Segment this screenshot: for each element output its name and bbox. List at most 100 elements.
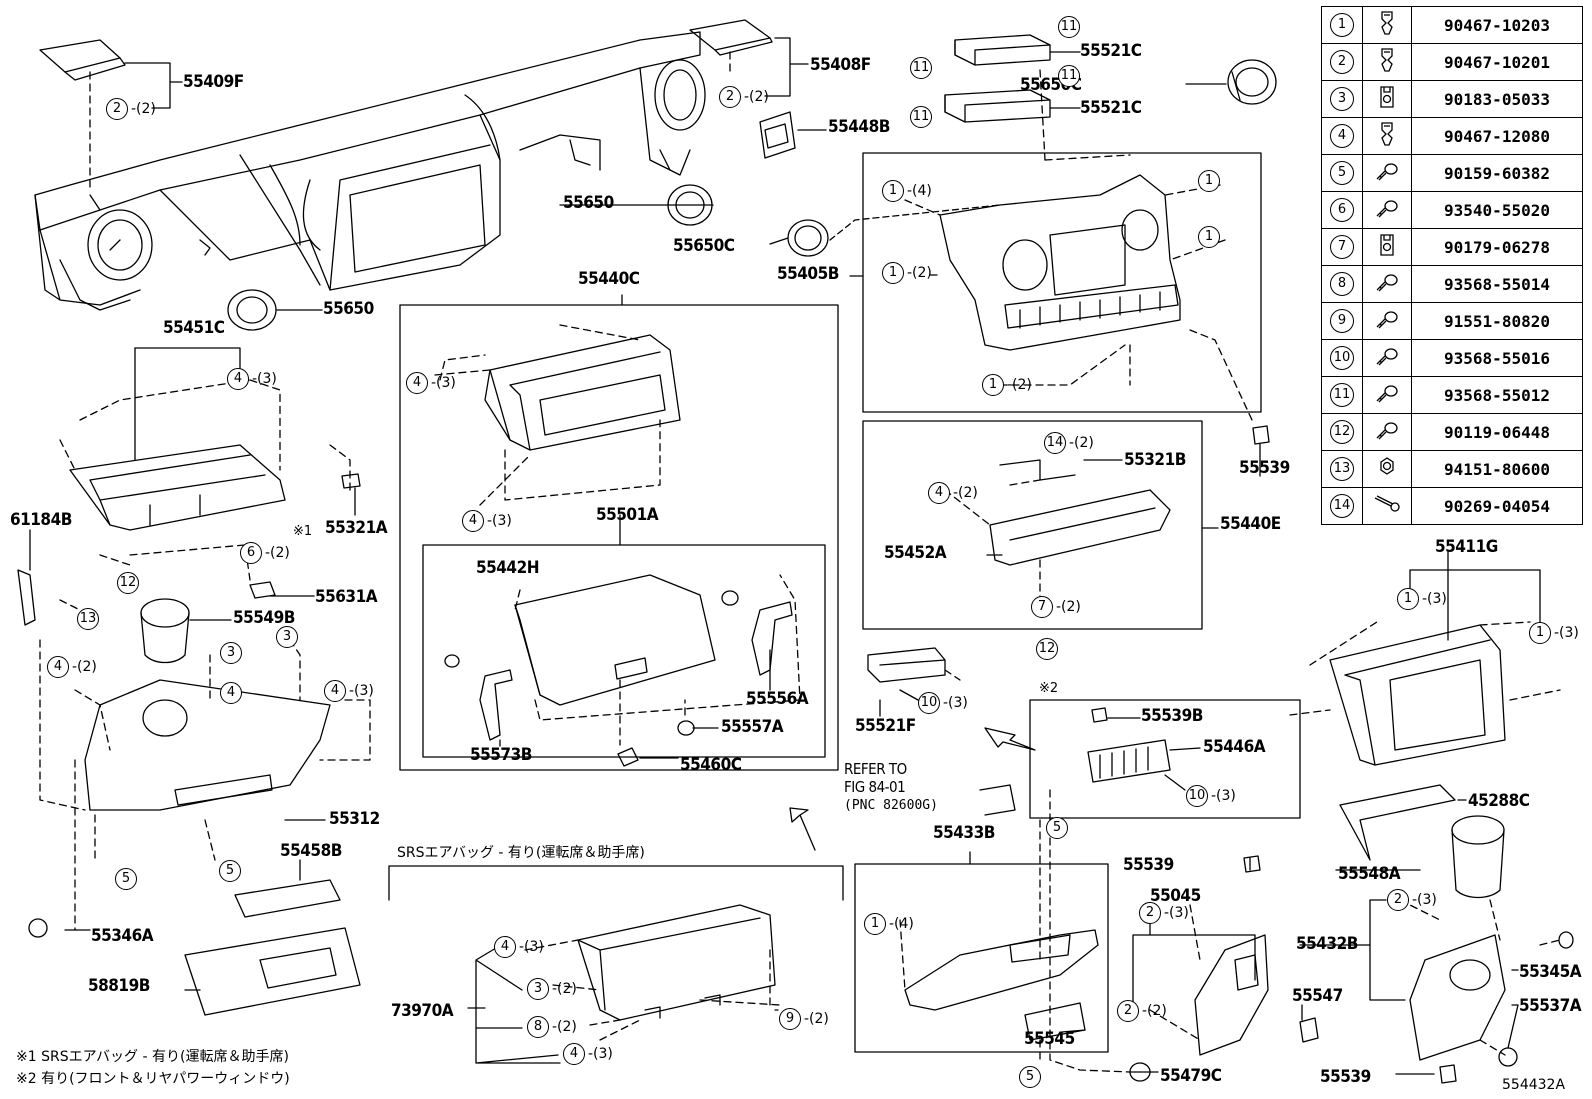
part-label-55405B[interactable]: 55405B [777,264,839,284]
part-label-55537A[interactable]: 55537A [1519,996,1582,1016]
part-label-55556A[interactable]: 55556A [746,689,809,709]
legend-part-code[interactable]: 91551-80820 [1411,302,1583,340]
callout-10[interactable]: 10 [918,692,940,714]
legend-part-code[interactable]: 90467-10201 [1411,43,1583,81]
callout-4[interactable]: 4 [220,682,242,704]
callout-4[interactable]: 4 [227,368,249,390]
callout-8[interactable]: 8 [527,1016,549,1038]
legend-part-code[interactable]: 93568-55012 [1411,376,1583,414]
part-label-58819B[interactable]: 58819B [88,976,150,996]
callout-5[interactable]: 5 [1019,1066,1041,1088]
legend-part-code[interactable]: 93540-55020 [1411,191,1583,229]
callout-2[interactable]: 2 [106,98,128,120]
part-label-55549B[interactable]: 55549B [233,608,295,628]
callout-2[interactable]: 2 [719,86,741,108]
part-label-55539[interactable]: 55539 [1123,855,1174,875]
callout-11[interactable]: 11 [1058,16,1080,38]
callout-7[interactable]: 7 [1031,596,1053,618]
part-label-55539[interactable]: 55539 [1239,458,1290,478]
callout-2[interactable]: 2 [1387,889,1409,911]
callout-2[interactable]: 2 [1139,902,1161,924]
callout-14[interactable]: 14 [1044,432,1066,454]
callout-12[interactable]: 12 [117,572,139,594]
part-label-55440E[interactable]: 55440E [1220,514,1281,534]
part-label-55650[interactable]: 55650 [563,193,614,213]
callout-4[interactable]: 4 [406,372,428,394]
legend-part-code[interactable]: 93568-55016 [1411,339,1583,377]
part-label-55557A[interactable]: 55557A [721,717,784,737]
callout-13[interactable]: 13 [77,608,99,630]
part-label-55432B[interactable]: 55432B [1296,934,1358,954]
legend-part-code[interactable]: 90119-06448 [1411,413,1583,451]
legend-part-code[interactable]: 90159-60382 [1411,154,1583,192]
legend-part-code[interactable]: 90467-10203 [1411,6,1583,44]
part-label-55479C[interactable]: 55479C [1160,1066,1222,1086]
part-label-55573B[interactable]: 55573B [470,745,532,765]
part-label-55521C[interactable]: 55521C [1080,41,1142,61]
legend-part-code[interactable]: 90269-04054 [1411,487,1583,525]
part-label-55448B[interactable]: 55448B [828,117,890,137]
part-label-55452A[interactable]: 55452A [884,543,947,563]
part-label-55521C[interactable]: 55521C [1080,98,1142,118]
callout-5[interactable]: 5 [219,860,241,882]
callout-3[interactable]: 3 [527,978,549,1000]
callout-1[interactable]: 1 [982,374,1004,396]
callout-5[interactable]: 5 [1046,817,1068,839]
callout-1[interactable]: 1 [882,262,904,284]
part-label-55545[interactable]: 55545 [1024,1029,1075,1049]
part-label-55631A[interactable]: 55631A [315,587,378,607]
part-label-55321A[interactable]: 55321A [325,518,388,538]
part-label-55442H[interactable]: 55442H [476,558,540,578]
callout-1[interactable]: 1 [1529,622,1551,644]
callout-6[interactable]: 6 [240,542,262,564]
callout-11[interactable]: 11 [910,106,932,128]
part-label-55312[interactable]: 55312 [329,809,380,829]
part-label-55411G[interactable]: 55411G [1435,537,1498,557]
callout-1[interactable]: 1 [1198,170,1220,192]
part-label-55045[interactable]: 55045 [1150,886,1201,906]
callout-11[interactable]: 11 [910,57,932,79]
callout-11[interactable]: 11 [1058,65,1080,87]
part-label-55650[interactable]: 55650 [323,299,374,319]
legend-part-code[interactable]: 94151-80600 [1411,450,1583,488]
part-label-45288C[interactable]: 45288C [1468,791,1530,811]
callout-4[interactable]: 4 [928,482,950,504]
part-label-55446A[interactable]: 55446A [1203,737,1266,757]
part-label-55408F[interactable]: 55408F [810,55,871,75]
legend-part-code[interactable]: 90179-06278 [1411,228,1583,266]
part-label-55650C[interactable]: 55650C [673,236,735,256]
callout-10[interactable]: 10 [1186,785,1208,807]
part-label-55548A[interactable]: 55548A [1338,864,1401,884]
part-label-55346A[interactable]: 55346A [91,926,154,946]
part-label-55433B[interactable]: 55433B [933,823,995,843]
callout-4[interactable]: 4 [324,680,346,702]
callout-9[interactable]: 9 [779,1008,801,1030]
callout-12[interactable]: 12 [1036,638,1058,660]
part-label-55460C[interactable]: 55460C [680,755,742,775]
part-label-55451C[interactable]: 55451C [163,318,225,338]
part-label-55345A[interactable]: 55345A [1519,962,1582,982]
callout-1[interactable]: 1 [1198,226,1220,248]
callout-4[interactable]: 4 [47,656,69,678]
callout-4[interactable]: 4 [494,936,516,958]
refer-to-line1[interactable]: REFER TO [844,760,907,778]
part-label-55409F[interactable]: 55409F [183,72,244,92]
callout-4[interactable]: 4 [563,1043,585,1065]
part-label-55501A[interactable]: 55501A [596,505,659,525]
legend-part-code[interactable]: 90467-12080 [1411,117,1583,155]
part-label-55521F[interactable]: 55521F [855,716,916,736]
callout-1[interactable]: 1 [864,913,886,935]
